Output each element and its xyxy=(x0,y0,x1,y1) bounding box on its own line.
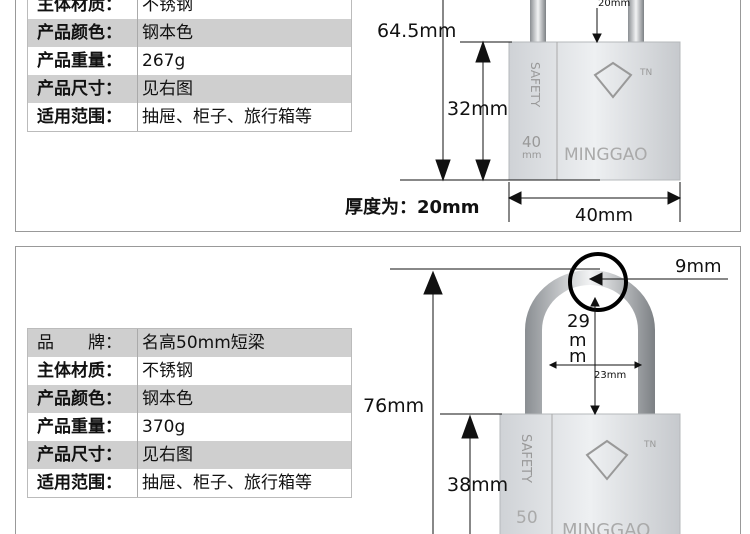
body-height-label: 32mm xyxy=(447,98,509,120)
table-row: 品 牌：名高50mm短梁 xyxy=(28,329,351,357)
table-row: 产品重量：370g xyxy=(28,413,351,441)
width-label: 40mm xyxy=(575,205,633,226)
total-height-label: 64.5mm xyxy=(377,20,457,42)
row-label: 主体材质： xyxy=(28,0,138,19)
row-value: 不锈钢 xyxy=(142,0,193,15)
table-row: 主体材质： 不锈钢 xyxy=(28,0,351,19)
row-value: 抽屉、柜子、旅行箱等 xyxy=(142,473,312,493)
row-value: 见右图 xyxy=(142,445,193,465)
shackle-diameter-label: 9mm xyxy=(675,256,722,277)
tm-engraving: TN xyxy=(640,68,653,78)
row-value: 见右图 xyxy=(142,79,193,99)
shackle-gap-label: 20mm xyxy=(598,0,631,9)
size-engraving: 50 xyxy=(516,508,538,528)
table-row: 产品尺寸：见右图 xyxy=(28,441,351,469)
row-value: 抽屉、柜子、旅行箱等 xyxy=(142,107,312,127)
padlock-40mm-image xyxy=(508,0,681,181)
size-engraving: 40 xyxy=(522,133,542,151)
padlock-50mm-image xyxy=(499,252,681,534)
row-value: 370g xyxy=(142,417,186,437)
row-label: 产品颜色： xyxy=(28,19,138,47)
thickness-label: 厚度为：20mm xyxy=(345,197,480,218)
brand-engraving: MINGGAO xyxy=(562,520,651,534)
row-label: 品 牌： xyxy=(28,329,138,357)
dimension-lines-50mm xyxy=(390,268,728,534)
row-value: 钢本色 xyxy=(142,23,193,43)
shackle-clearance-unit: m xyxy=(569,330,587,351)
safety-engraving: SAFETY xyxy=(518,434,533,483)
shackle-clearance-unit: m xyxy=(569,346,587,367)
row-value: 钢本色 xyxy=(142,389,193,409)
row-value: 267g xyxy=(142,51,186,71)
row-label: 产品重量： xyxy=(28,413,138,441)
brand-engraving: MINGGAO xyxy=(564,145,648,165)
row-label: 主体材质： xyxy=(28,357,138,385)
row-label: 适用范围： xyxy=(28,469,138,497)
row-label: 产品重量： xyxy=(28,47,138,75)
highlight-circle xyxy=(568,252,628,312)
table-row: 产品颜色：钢本色 xyxy=(28,385,351,413)
tm-engraving: TN xyxy=(644,440,657,450)
row-label: 适用范围： xyxy=(28,103,138,131)
dimension-lines-40mm xyxy=(400,0,682,222)
total-height-label: 76mm xyxy=(363,395,425,417)
shackle-clearance-num: 29 xyxy=(567,311,590,332)
row-value: 名高50mm短梁 xyxy=(142,333,265,353)
table-row: 适用范围：抽屉、柜子、旅行箱等 xyxy=(28,469,351,497)
table-row: 产品尺寸：见右图 xyxy=(28,75,351,103)
table-row: 产品重量：267g xyxy=(28,47,351,75)
table-row: 产品颜色：钢本色 xyxy=(28,19,351,47)
body-height-label: 38mm xyxy=(447,474,509,496)
row-value: 不锈钢 xyxy=(142,361,193,381)
row-label: 产品尺寸： xyxy=(28,441,138,469)
table-row: 主体材质：不锈钢 xyxy=(28,357,351,385)
unit-engraving: mm xyxy=(522,150,542,161)
safety-engraving: SAFETY xyxy=(528,62,542,108)
spec-table-40mm: 主体材质： 不锈钢 产品颜色：钢本色 产品重量：267g 产品尺寸：见右图 适用范… xyxy=(27,0,352,132)
spec-table-50mm: 品 牌：名高50mm短梁 主体材质：不锈钢 产品颜色：钢本色 产品重量：370g… xyxy=(27,328,352,498)
row-label: 产品尺寸： xyxy=(28,75,138,103)
shackle-width-label: 23mm xyxy=(594,370,627,381)
row-label: 产品颜色： xyxy=(28,385,138,413)
table-row: 适用范围：抽屉、柜子、旅行箱等 xyxy=(28,103,351,131)
